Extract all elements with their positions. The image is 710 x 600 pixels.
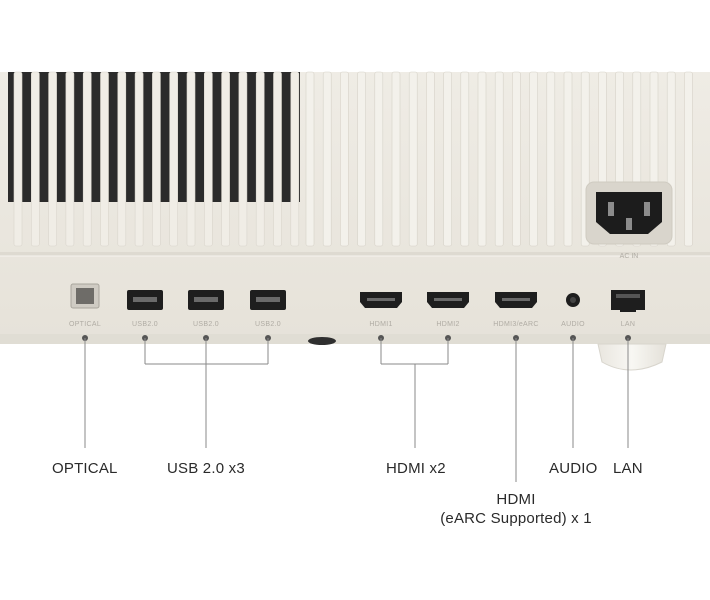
panel-seam xyxy=(0,252,710,256)
vent-slat xyxy=(273,71,282,247)
vent-slat xyxy=(290,71,300,247)
port-label-lan: LAN xyxy=(620,321,636,328)
vent-slat xyxy=(204,71,213,247)
power-inlet-label: AC IN xyxy=(620,253,639,260)
usb1-port xyxy=(127,290,163,310)
vent-slat xyxy=(13,71,23,247)
vent-slat xyxy=(408,71,418,247)
hdmi2-port xyxy=(427,292,469,308)
callout-hdmi: HDMI x2 xyxy=(386,460,446,477)
vent-slat xyxy=(684,71,693,247)
vent-slat xyxy=(563,71,573,247)
vent-slat xyxy=(494,71,504,247)
vent-slat xyxy=(357,71,366,247)
callout-usb: USB 2.0 x3 xyxy=(167,460,245,477)
vent-slat xyxy=(186,71,196,247)
optical-port xyxy=(70,283,100,309)
port-label-usb2: USB2.0 xyxy=(193,321,219,328)
vent-slat xyxy=(117,71,127,247)
vent-slat xyxy=(391,71,401,247)
vent-slat xyxy=(305,71,315,247)
vent-slat xyxy=(340,71,349,247)
vent-slat xyxy=(460,71,470,247)
callout-optical: OPTICAL xyxy=(52,460,118,477)
vent-slat xyxy=(134,71,144,247)
callout-lan: LAN xyxy=(613,460,643,477)
vent-slat xyxy=(512,71,521,247)
port-label-optical: OPTICAL xyxy=(68,321,102,328)
right-foot xyxy=(597,343,667,371)
usb2-port xyxy=(188,290,224,310)
center-foot xyxy=(308,337,336,345)
vent-slat xyxy=(546,71,556,247)
port-label-hdmi1: HDMI1 xyxy=(369,321,393,328)
hdmi3-port xyxy=(495,292,537,308)
callout-audio: AUDIO xyxy=(549,460,598,477)
usb3-port xyxy=(250,290,286,310)
callout-hdmi-earc-line2: (eARC Supported) x 1 xyxy=(440,510,592,527)
power-inlet xyxy=(585,181,673,245)
vent-slat xyxy=(322,71,332,247)
vent-slat xyxy=(169,71,178,247)
vent-slat xyxy=(152,71,161,247)
vent-slat xyxy=(374,71,384,247)
vent-slats-left xyxy=(13,71,300,247)
vent-slat xyxy=(30,71,40,247)
vent-slat xyxy=(221,71,230,247)
vent-slat xyxy=(529,71,538,247)
vent-slat xyxy=(100,71,109,247)
port-label-usb3: USB2.0 xyxy=(255,321,281,328)
vent-slat xyxy=(426,71,435,247)
callout-lines xyxy=(82,335,631,482)
vent-slat xyxy=(48,71,57,247)
lan-port xyxy=(611,290,645,312)
vent-slat xyxy=(82,71,92,247)
vent-slat xyxy=(477,71,487,247)
hdmi1-port xyxy=(360,292,402,308)
vent-slat xyxy=(65,71,75,247)
port-label-hdmi3: HDMI3/eARC xyxy=(493,321,539,328)
vent-slat xyxy=(443,71,452,247)
vent-slat xyxy=(238,71,248,247)
vent-slat xyxy=(255,71,265,247)
port-label-hdmi2: HDMI2 xyxy=(436,321,460,328)
callout-hdmi-earc-line1: HDMI xyxy=(496,491,536,508)
port-label-audio: AUDIO xyxy=(561,321,585,328)
port-label-usb1: USB2.0 xyxy=(132,321,158,328)
audio-port xyxy=(566,293,580,307)
